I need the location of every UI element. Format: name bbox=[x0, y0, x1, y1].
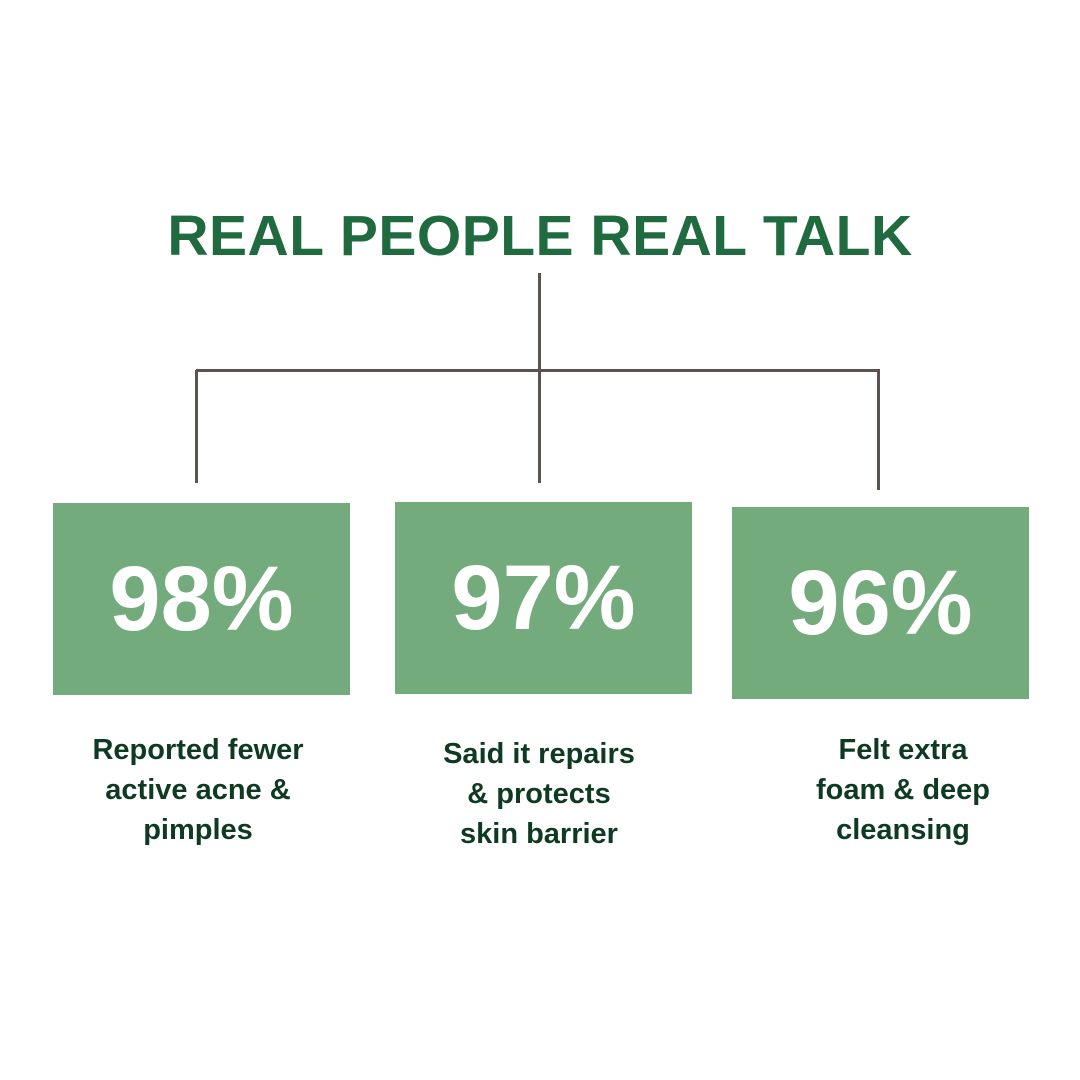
connector-middle bbox=[538, 370, 541, 483]
caption-line: cleansing bbox=[836, 814, 970, 846]
caption-line: & protects bbox=[467, 778, 611, 810]
caption-line: Felt extra bbox=[838, 734, 968, 766]
stat-caption-2: Said it repairs & protects skin barrier bbox=[379, 734, 699, 854]
stat-box-3: 96% bbox=[732, 507, 1029, 699]
connector-stem bbox=[538, 273, 541, 371]
stat-value: 96% bbox=[788, 551, 973, 654]
connector-left bbox=[195, 370, 198, 483]
stat-caption-3: Felt extra foam & deep cleansing bbox=[743, 730, 1063, 850]
caption-line: Reported fewer bbox=[92, 734, 304, 766]
caption-line: skin barrier bbox=[460, 818, 618, 850]
caption-line: Said it repairs bbox=[443, 738, 635, 770]
stat-value: 98% bbox=[109, 547, 294, 650]
stat-value: 97% bbox=[451, 546, 636, 649]
connector-right bbox=[877, 370, 880, 490]
caption-line: pimples bbox=[143, 814, 253, 846]
caption-line: active acne & bbox=[105, 774, 291, 806]
stat-box-2: 97% bbox=[395, 502, 692, 694]
page-title: REAL PEOPLE REAL TALK bbox=[167, 204, 913, 268]
stat-box-1: 98% bbox=[53, 503, 350, 695]
stat-caption-1: Reported fewer active acne & pimples bbox=[38, 730, 358, 850]
caption-line: foam & deep bbox=[815, 774, 991, 806]
